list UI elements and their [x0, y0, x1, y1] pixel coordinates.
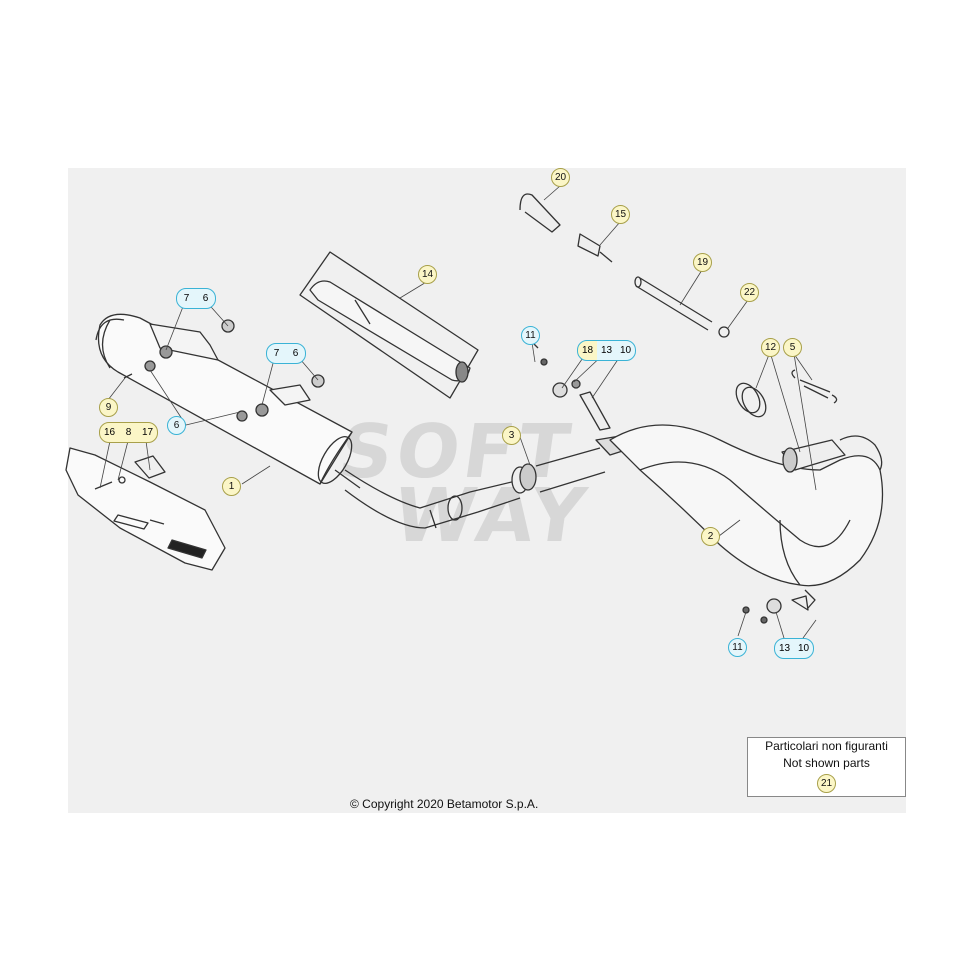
callout-7[interactable]: 7 [183, 293, 190, 304]
not-shown-parts-box: Particolari non figuranti Not shown part… [747, 737, 906, 797]
callout-13[interactable]: 13 [600, 345, 613, 356]
callout-group-16-8-17: 16 8 17 [99, 422, 158, 443]
callout-1[interactable]: 1 [222, 477, 241, 496]
drain-hose [519, 193, 561, 233]
callout-2[interactable]: 2 [701, 527, 720, 546]
callout-group-18-13-10: 18 13 10 [577, 340, 636, 361]
callout-9[interactable]: 9 [99, 398, 118, 417]
callout-15[interactable]: 15 [611, 205, 630, 224]
callout-group-7-6-mid: 7 6 [266, 343, 306, 364]
washer [718, 326, 730, 338]
callout-6[interactable]: 6 [292, 348, 299, 359]
callout-17[interactable]: 17 [141, 427, 154, 438]
not-shown-label-it: Particolari non figuranti [765, 739, 888, 753]
callout-group-7-6-top: 7 6 [176, 288, 216, 309]
callout-13[interactable]: 13 [778, 643, 791, 654]
heat-shield [65, 447, 226, 571]
fasteners [94, 319, 809, 624]
coupling-sleeve [511, 447, 606, 494]
callout-10[interactable]: 10 [797, 643, 810, 654]
copyright-notice: © Copyright 2020 Betamotor S.p.A. [350, 797, 539, 811]
callout-14[interactable]: 14 [418, 265, 437, 284]
callout-12[interactable]: 12 [761, 338, 780, 357]
callout-8[interactable]: 8 [125, 427, 132, 438]
expansion-chamber [609, 424, 884, 609]
o-rings [735, 382, 767, 418]
callout-22[interactable]: 22 [740, 283, 759, 302]
callout-11[interactable]: 11 [521, 326, 540, 345]
breather-tube [634, 276, 713, 331]
callout-7[interactable]: 7 [273, 348, 280, 359]
callout-18[interactable]: 18 [581, 345, 594, 356]
spring [791, 369, 838, 404]
callout-3[interactable]: 3 [502, 426, 521, 445]
breather-valve [577, 233, 613, 263]
not-shown-label-en: Not shown parts [783, 756, 870, 770]
callout-16[interactable]: 16 [103, 427, 116, 438]
callout-10[interactable]: 10 [619, 345, 632, 356]
callout-6[interactable]: 6 [167, 416, 186, 435]
callout-6[interactable]: 6 [202, 293, 209, 304]
callout-21[interactable]: 21 [817, 774, 836, 793]
callout-19[interactable]: 19 [693, 253, 712, 272]
callout-group-13-10: 13 10 [774, 638, 814, 659]
callout-20[interactable]: 20 [551, 168, 570, 187]
mid-pipe [344, 469, 521, 529]
callout-11[interactable]: 11 [728, 638, 747, 657]
callout-5[interactable]: 5 [783, 338, 802, 357]
header-pipe [781, 439, 846, 473]
insulation-pack [299, 251, 479, 399]
